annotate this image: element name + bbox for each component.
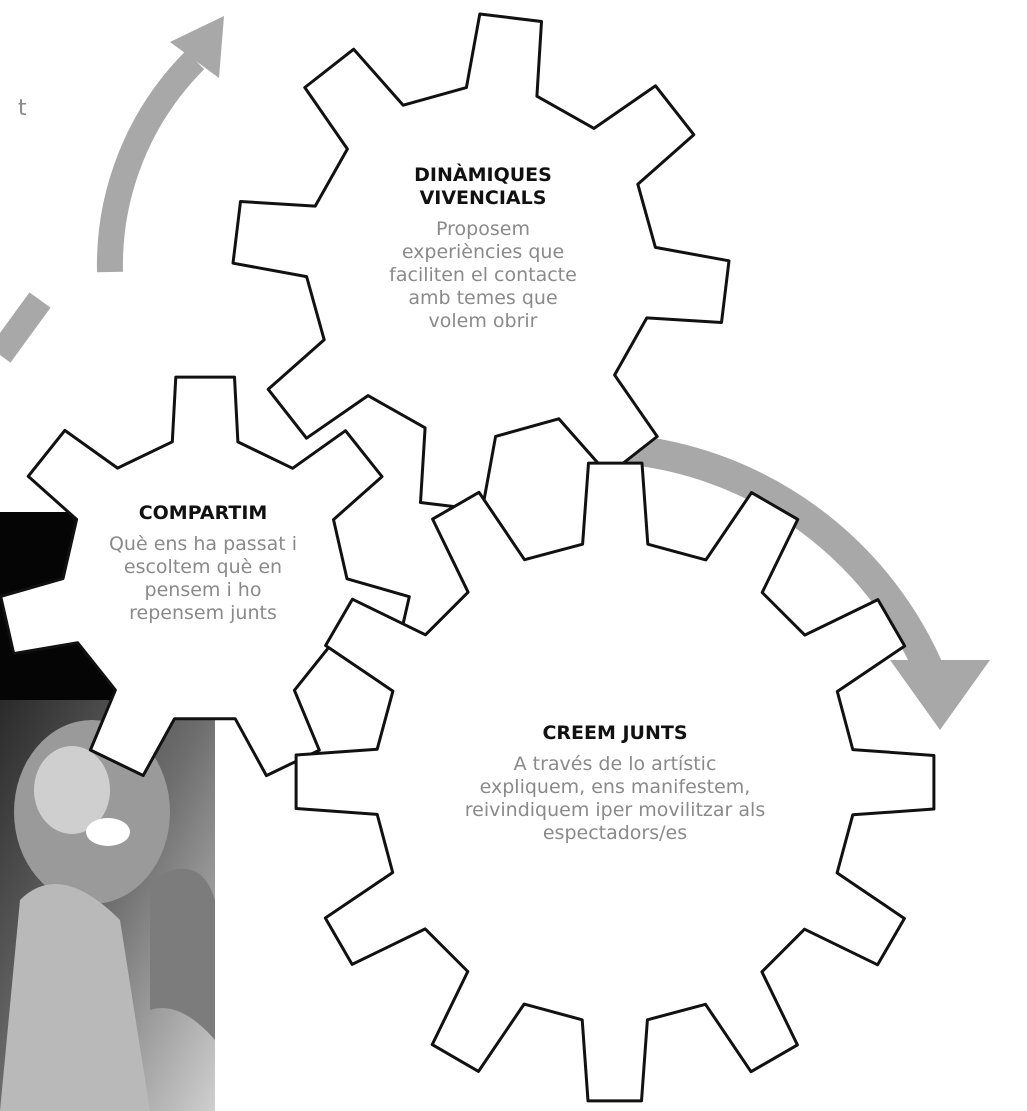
gear-top-text: DINÀMIQUES VIVENCIALS Proposem experiènc… xyxy=(378,164,588,333)
arrow-top-left xyxy=(96,50,205,273)
gear-left-body: Què ens ha passat i escoltem què en pens… xyxy=(108,533,298,624)
arrowhead-top xyxy=(170,16,224,78)
gear-left-shape xyxy=(0,375,411,778)
gear-right-body: A través de lo artístic expliquem, ens m… xyxy=(464,753,766,844)
gear-top-title: DINÀMIQUES VIVENCIALS xyxy=(414,164,552,209)
gear-right-text: CREEM JUNTS A través de lo artístic expl… xyxy=(460,722,770,845)
gear-left-text: COMPARTIM Què ens ha passat i escoltem q… xyxy=(108,502,298,625)
gear-right-title: CREEM JUNTS xyxy=(542,722,688,744)
gear-right-shape xyxy=(294,461,936,1103)
arrowhead-bottom-right xyxy=(890,660,990,730)
gear-top-body: Proposem experiències que faciliten el c… xyxy=(389,218,577,332)
gear-left-title: COMPARTIM xyxy=(138,502,268,524)
gear-top-shape xyxy=(231,12,731,512)
arrow-mid-left xyxy=(0,292,51,363)
gears-group xyxy=(0,12,936,1103)
arrow-right xyxy=(607,433,953,698)
cropped-text: t xyxy=(18,96,27,121)
